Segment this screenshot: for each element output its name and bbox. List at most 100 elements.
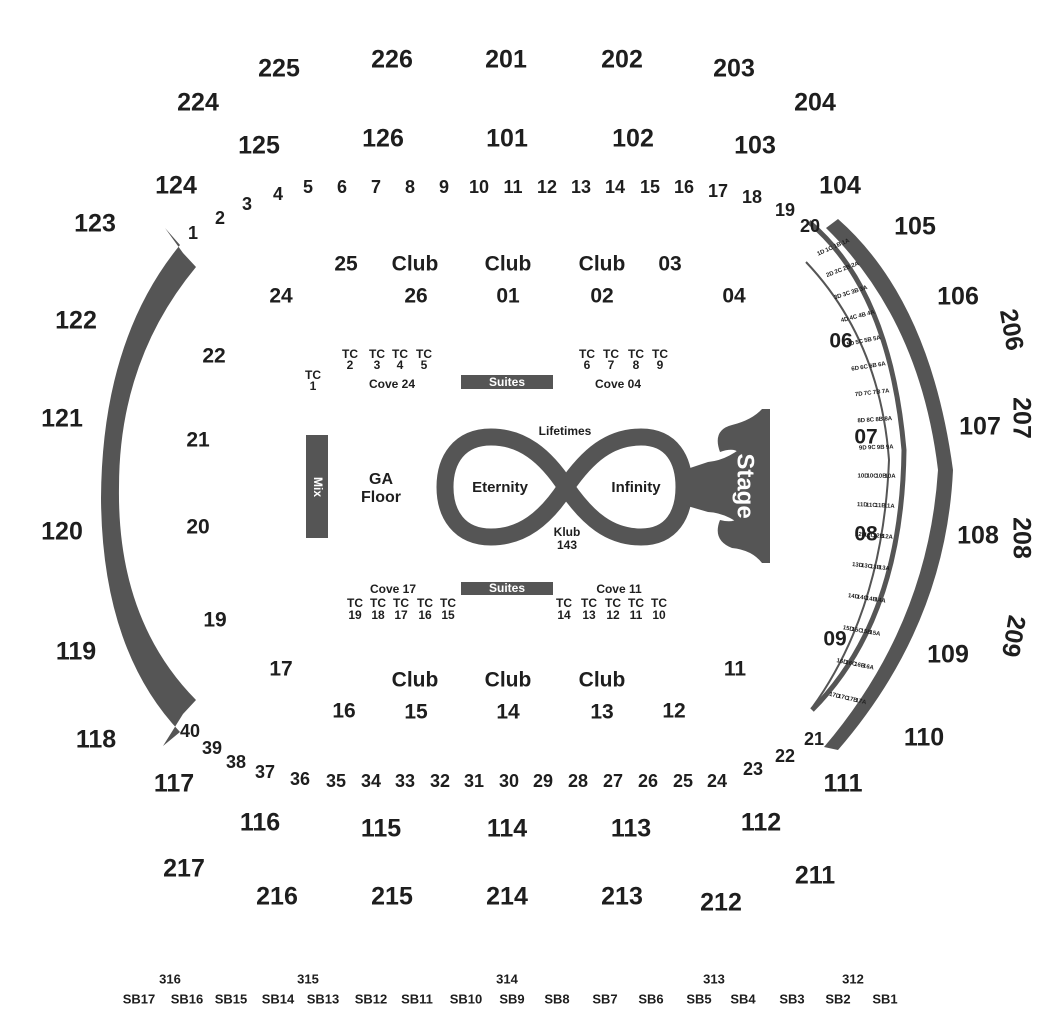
suite-34[interactable]: 34 xyxy=(361,771,381,791)
pit-4c[interactable]: 4C xyxy=(849,314,859,322)
section-204[interactable]: 204 xyxy=(794,89,836,117)
pit-13c[interactable]: 13C xyxy=(861,563,873,570)
floor-01-7[interactable]: 01 xyxy=(496,285,520,308)
pit-15a[interactable]: 15A xyxy=(869,630,882,638)
floor-club-21[interactable]: Club xyxy=(485,669,532,692)
pit-17b[interactable]: 17B xyxy=(846,696,859,705)
pit-12c[interactable]: 12C xyxy=(864,532,876,539)
tc-19-num[interactable]: 19 xyxy=(348,608,362,622)
section-206[interactable]: 206 xyxy=(994,307,1029,353)
pit-5a[interactable]: 5A xyxy=(873,335,882,343)
suite-13[interactable]: 13 xyxy=(571,177,591,197)
suite-14[interactable]: 14 xyxy=(605,177,625,197)
pit-9a[interactable]: 9A xyxy=(886,445,895,451)
suite-27[interactable]: 27 xyxy=(603,771,623,791)
suite-5[interactable]: 5 xyxy=(303,177,313,197)
floor-04-9[interactable]: 04 xyxy=(722,285,746,308)
pit-12b[interactable]: 12B xyxy=(873,533,885,540)
pit-16a[interactable]: 16A xyxy=(862,664,875,672)
tc-7[interactable]: TC xyxy=(603,347,619,361)
suite-7[interactable]: 7 xyxy=(371,177,381,197)
section-sb16[interactable]: SB16 xyxy=(171,991,204,1006)
tc-9-num[interactable]: 9 xyxy=(657,358,664,372)
floor-club-20[interactable]: Club xyxy=(392,669,439,692)
floor-club-3[interactable]: Club xyxy=(579,253,626,276)
suite-33[interactable]: 33 xyxy=(395,771,415,791)
section-102[interactable]: 102 xyxy=(612,125,654,153)
suite-24[interactable]: 24 xyxy=(707,771,727,791)
tc-6[interactable]: TC xyxy=(579,347,595,361)
section-118[interactable]: 118 xyxy=(76,726,116,754)
pit-2d[interactable]: 2D xyxy=(826,270,836,279)
tc-7-num[interactable]: 7 xyxy=(608,358,615,372)
pit-1c[interactable]: 1C xyxy=(825,245,835,254)
section-111[interactable]: 111 xyxy=(824,770,863,798)
suite-12[interactable]: 12 xyxy=(537,177,557,197)
floor-club-1[interactable]: Club xyxy=(392,253,439,276)
section-314[interactable]: 314 xyxy=(496,971,518,986)
pit-4b[interactable]: 4B xyxy=(858,312,868,320)
section-203[interactable]: 203 xyxy=(713,55,755,83)
suite-31[interactable]: 31 xyxy=(464,771,484,791)
section-125[interactable]: 125 xyxy=(238,132,280,160)
section-114[interactable]: 114 xyxy=(487,815,527,843)
section-212[interactable]: 212 xyxy=(700,889,742,917)
section-104[interactable]: 104 xyxy=(819,172,861,200)
section-120[interactable]: 120 xyxy=(41,518,83,546)
floor-22-10[interactable]: 22 xyxy=(202,345,225,368)
suite-3[interactable]: 3 xyxy=(242,194,252,214)
tc-11[interactable]: TC xyxy=(628,596,644,610)
pit-1d[interactable]: 1D xyxy=(817,249,827,258)
pit-6b[interactable]: 6B xyxy=(869,363,878,370)
section-122[interactable]: 122 xyxy=(55,307,97,335)
pit-7a[interactable]: 7A xyxy=(882,388,891,395)
pit-8b[interactable]: 8B xyxy=(875,417,884,424)
pit-6d[interactable]: 6D xyxy=(851,365,860,372)
tc-4-num[interactable]: 4 xyxy=(397,358,404,372)
section-sb12[interactable]: SB12 xyxy=(355,991,388,1006)
section-211[interactable]: 211 xyxy=(795,862,835,890)
tc-11-num[interactable]: 11 xyxy=(630,608,643,622)
suite-6[interactable]: 6 xyxy=(337,177,347,197)
floor-club-22[interactable]: Club xyxy=(579,669,626,692)
section-226[interactable]: 226 xyxy=(371,46,413,74)
tc-3[interactable]: TC xyxy=(369,347,385,361)
suite-15[interactable]: 15 xyxy=(640,177,660,197)
tc-18[interactable]: TC xyxy=(370,596,386,610)
suite-40[interactable]: 40 xyxy=(180,721,200,741)
tc-10[interactable]: TC xyxy=(651,596,667,610)
section-213[interactable]: 213 xyxy=(601,883,643,911)
tc-1-num[interactable]: 1 xyxy=(310,379,317,393)
tc-14-num[interactable]: 14 xyxy=(557,608,571,622)
tc-6-num[interactable]: 6 xyxy=(584,358,591,372)
pit-8a[interactable]: 8A xyxy=(884,416,893,423)
pit-3c[interactable]: 3C xyxy=(842,290,852,298)
floor-17-18[interactable]: 17 xyxy=(269,658,292,681)
pit-2a[interactable]: 2A xyxy=(851,261,861,270)
tc-13[interactable]: TC xyxy=(581,596,597,610)
section-121[interactable]: 121 xyxy=(41,405,83,433)
suite-17[interactable]: 17 xyxy=(708,181,728,201)
pit-14c[interactable]: 14C xyxy=(856,594,868,602)
section-sb6[interactable]: SB6 xyxy=(638,991,663,1006)
floor-08-15[interactable]: 08 xyxy=(854,523,878,546)
floor-06-11[interactable]: 06 xyxy=(829,330,852,353)
section-225[interactable]: 225 xyxy=(258,55,300,83)
pit-15d[interactable]: 15D xyxy=(842,625,855,633)
tc-16-num[interactable]: 16 xyxy=(418,608,432,622)
tc-12[interactable]: TC xyxy=(605,596,621,610)
section-126[interactable]: 126 xyxy=(362,125,404,153)
suite-25[interactable]: 25 xyxy=(673,771,693,791)
pit-3b[interactable]: 3B xyxy=(851,288,861,296)
suite-2[interactable]: 2 xyxy=(215,208,225,228)
section-202[interactable]: 202 xyxy=(601,46,643,74)
pit-16c[interactable]: 16C xyxy=(845,660,858,668)
section-115[interactable]: 115 xyxy=(361,815,401,843)
section-215[interactable]: 215 xyxy=(371,883,413,911)
floor-14-25[interactable]: 14 xyxy=(496,701,520,724)
section-sb9[interactable]: SB9 xyxy=(499,991,524,1006)
pit-11c[interactable]: 11C xyxy=(866,503,878,510)
pit-11b[interactable]: 11B xyxy=(875,503,887,510)
section-201[interactable]: 201 xyxy=(485,46,527,74)
section-214[interactable]: 214 xyxy=(486,883,528,911)
